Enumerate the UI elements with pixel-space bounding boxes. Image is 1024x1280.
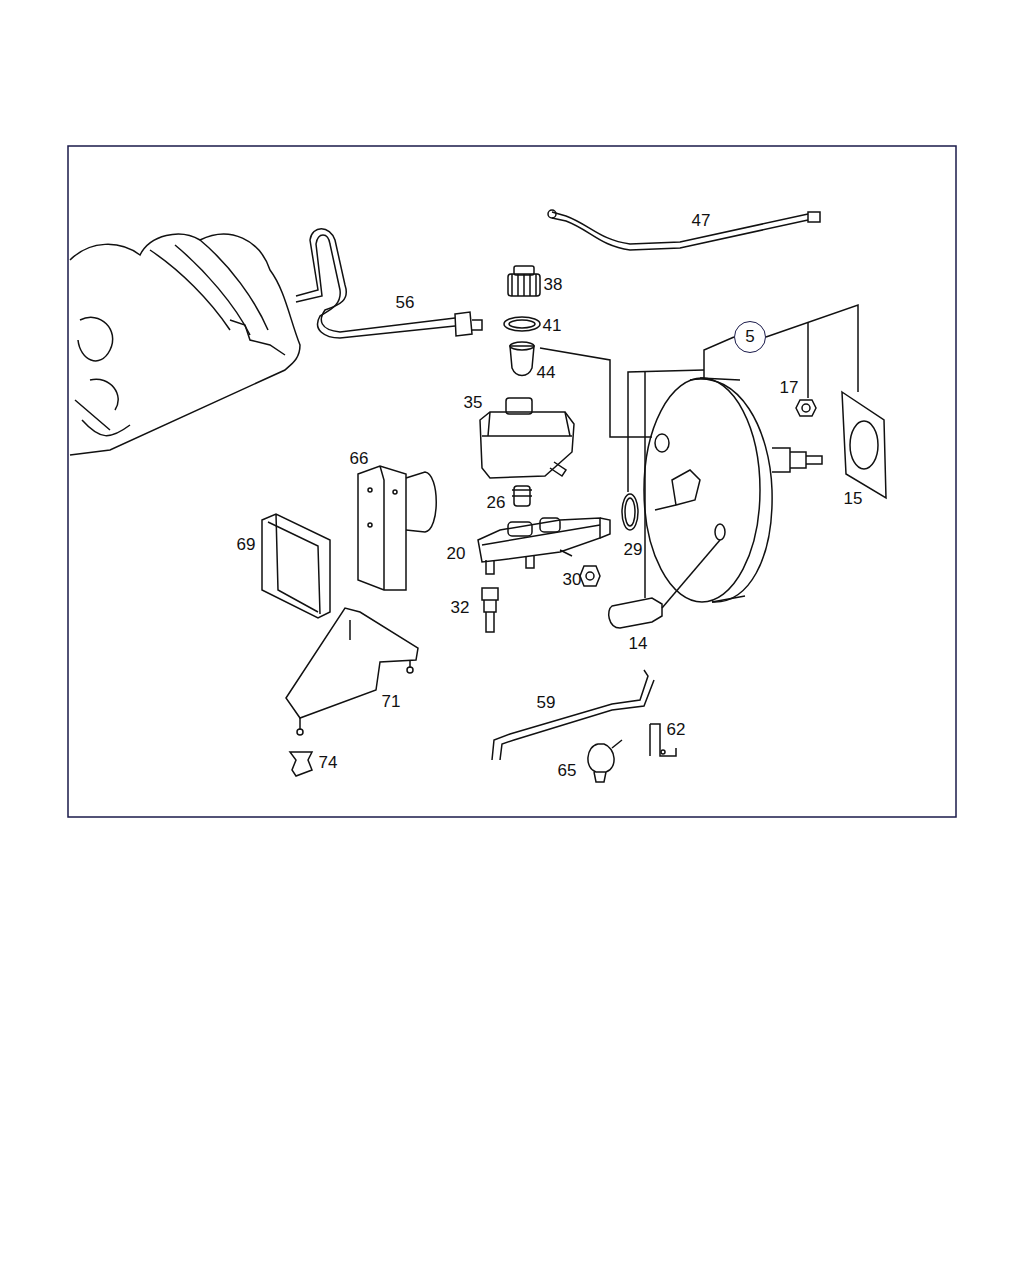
callout-number: 5 [745,327,754,347]
callout-number: 29 [622,540,645,559]
callout-number: 59 [535,693,558,712]
callout-number: 65 [556,761,579,780]
callout-number: 56 [394,293,417,312]
callout-number: 17 [778,378,801,397]
callout-number: 26 [485,493,508,512]
callout-number: 71 [380,692,403,711]
callout-number: 35 [462,393,485,412]
callout-number: 38 [542,275,565,294]
callout-number: 44 [535,363,558,382]
callout-number: 62 [665,720,688,739]
callout-number: 66 [348,449,371,468]
callout-circle: 5 [734,321,766,353]
callout-number: 14 [627,634,650,653]
callout-number: 32 [449,598,472,617]
callout-number: 74 [317,753,340,772]
callout-number: 20 [445,544,468,563]
callout-number: 47 [690,211,713,230]
callout-number: 41 [541,316,564,335]
callout-number: 69 [235,535,258,554]
callout-number: 15 [842,489,865,508]
callout-number: 30 [561,570,584,589]
